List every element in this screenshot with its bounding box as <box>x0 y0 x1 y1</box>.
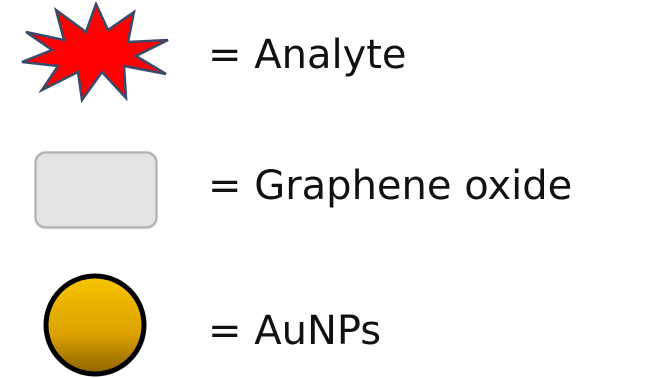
gold-nanoparticle-icon <box>43 273 147 377</box>
legend-label-aunps: = AuNPs <box>208 308 382 354</box>
legend-label-analyte: = Analyte <box>208 32 407 78</box>
legend-item-analyte: = Analyte <box>0 0 669 110</box>
legend-label-graphene-oxide: = Graphene oxide <box>208 163 573 209</box>
legend-item-graphene-oxide: = Graphene oxide <box>0 140 669 240</box>
graphene-oxide-sheet-icon <box>34 151 158 229</box>
legend-item-aunps: = AuNPs <box>0 262 669 378</box>
analyte-star-icon <box>21 2 169 104</box>
